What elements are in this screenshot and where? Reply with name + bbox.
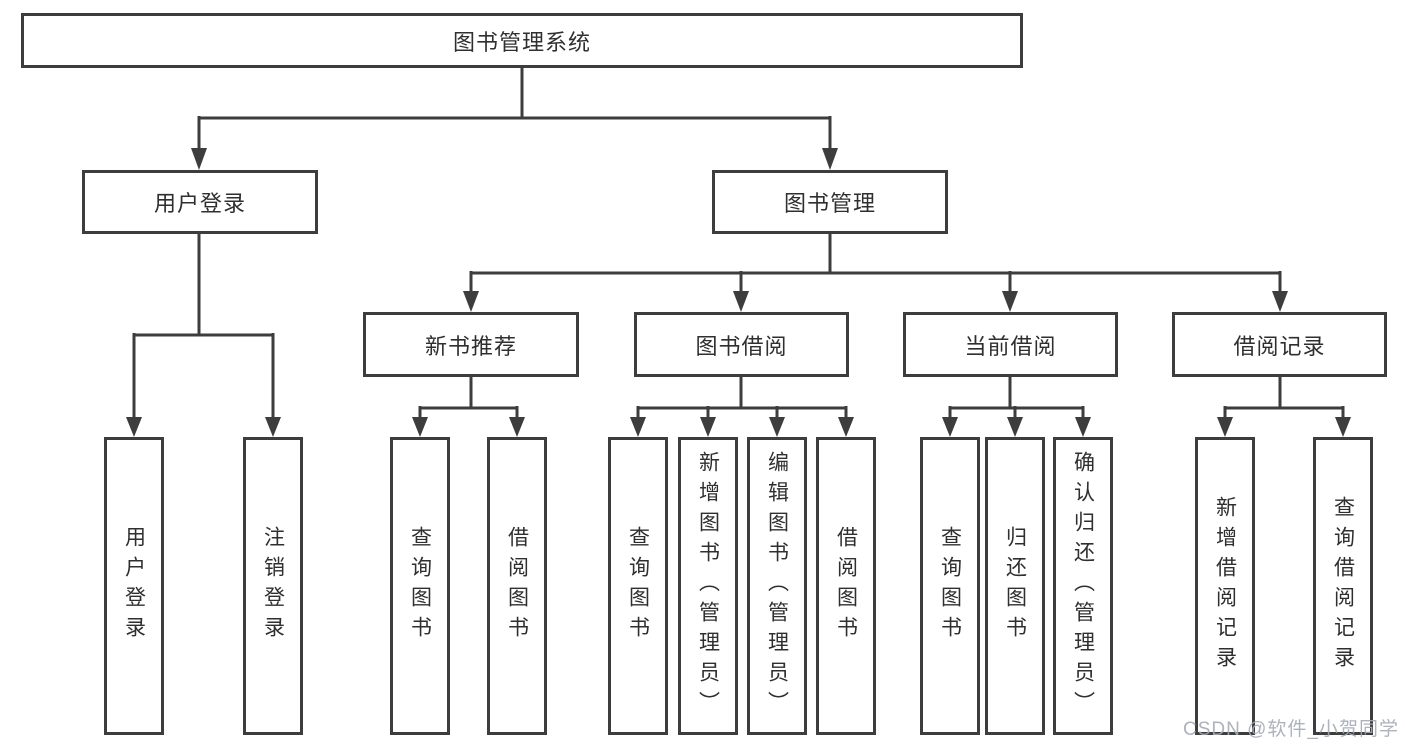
leaf-borrow-edit-book-admin: 编辑图书（管理员）	[747, 437, 807, 735]
leaf-current-query-book: 查询图书	[920, 437, 980, 735]
leaf-borrow-query-book: 查询图书	[608, 437, 668, 735]
node-label: 图书管理系统	[452, 29, 591, 55]
node-label: 借阅记录	[1233, 333, 1326, 359]
node-label: 查询图书	[938, 526, 962, 646]
node-label: 图书管理	[783, 191, 876, 216]
leaf-records-query-borrow-record: 查询借阅记录	[1313, 437, 1373, 735]
node-label: 用户登录	[153, 191, 246, 216]
leaf-logout-login: 注销登录	[243, 437, 303, 735]
leaf-user-login: 用户登录	[104, 437, 164, 735]
node-label: 编辑图书（管理员）	[765, 451, 789, 721]
node-borrow-records: 借阅记录	[1172, 312, 1387, 377]
node-label: 新增借阅记录	[1213, 496, 1237, 676]
node-label: 用户登录	[122, 526, 146, 646]
node-label: 查询借阅记录	[1331, 496, 1355, 676]
node-book-management: 图书管理	[712, 170, 948, 234]
leaf-recommend-borrow-book: 借阅图书	[487, 437, 547, 735]
node-label: 当前借阅	[964, 333, 1057, 359]
node-label: 查询图书	[626, 526, 650, 646]
node-label: 注销登录	[261, 526, 285, 646]
leaf-borrow-add-book-admin: 新增图书（管理员）	[678, 437, 738, 735]
node-new-book-recommend: 新书推荐	[363, 312, 579, 377]
node-label: 查询图书	[408, 526, 432, 646]
node-root-library-system: 图书管理系统	[21, 13, 1023, 68]
node-label: 借阅图书	[834, 526, 858, 646]
node-current-borrow: 当前借阅	[903, 312, 1118, 377]
leaf-borrow-borrow-book: 借阅图书	[816, 437, 876, 735]
node-label: 图书借阅	[695, 333, 788, 359]
leaf-records-add-borrow-record: 新增借阅记录	[1195, 437, 1255, 735]
node-label: 归还图书	[1003, 526, 1027, 646]
node-book-borrow: 图书借阅	[634, 312, 849, 377]
leaf-recommend-query-book: 查询图书	[390, 437, 450, 735]
node-label: 借阅图书	[505, 526, 529, 646]
node-label: 确认归还（管理员）	[1071, 451, 1095, 721]
node-label: 新增图书（管理员）	[696, 451, 720, 721]
csdn-watermark: CSDN @软件_小贺同学	[1183, 719, 1399, 740]
leaf-current-confirm-return-admin: 确认归还（管理员）	[1053, 437, 1113, 735]
leaf-current-return-book: 归还图书	[985, 437, 1045, 735]
arrowhead-icons	[126, 148, 1351, 437]
node-label: 新书推荐	[424, 333, 517, 359]
node-user-login: 用户登录	[82, 170, 318, 234]
